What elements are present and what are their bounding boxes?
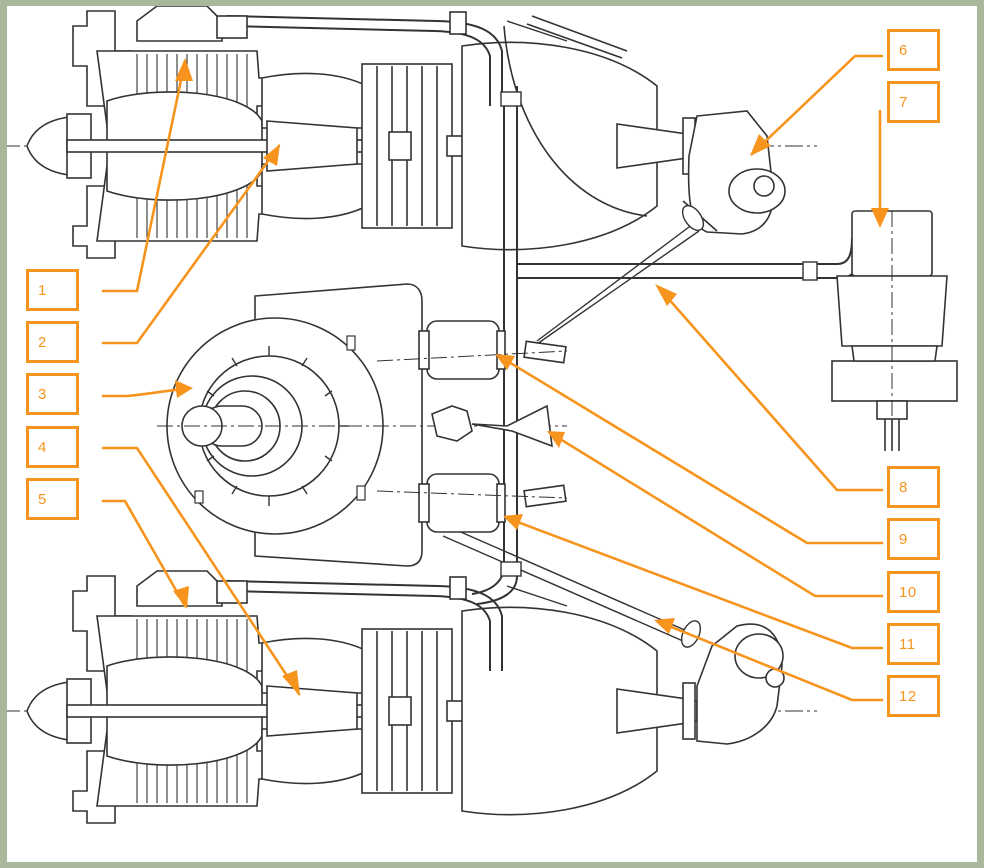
callout-label-12: 12 xyxy=(887,675,940,717)
callout-number: 9 xyxy=(899,531,908,548)
callout-label-6: 6 xyxy=(887,29,940,71)
engine-diagram xyxy=(7,6,958,824)
callout-number: 5 xyxy=(38,491,47,508)
callout-number: 7 xyxy=(899,94,908,111)
callout-number: 10 xyxy=(899,584,917,601)
callout-label-5: 5 xyxy=(26,478,79,520)
callout-label-10: 10 xyxy=(887,571,940,613)
callout-label-4: 4 xyxy=(26,426,79,468)
callout-number: 3 xyxy=(38,386,47,403)
diagram-frame: 1 2 3 4 5 6 7 8 9 10 11 12 xyxy=(7,6,977,862)
callout-number: 8 xyxy=(899,479,908,496)
callout-number: 6 xyxy=(899,42,908,59)
callout-number: 11 xyxy=(899,636,916,653)
callout-label-3: 3 xyxy=(26,373,79,415)
callout-number: 4 xyxy=(38,439,47,456)
callout-label-7: 7 xyxy=(887,81,940,123)
callout-label-2: 2 xyxy=(26,321,79,363)
callout-label-11: 11 xyxy=(887,623,940,665)
callout-number: 1 xyxy=(38,282,47,299)
callout-label-9: 9 xyxy=(887,518,940,560)
callout-number: 12 xyxy=(899,688,917,705)
callout-number: 2 xyxy=(38,334,47,351)
callout-label-1: 1 xyxy=(26,269,79,311)
callout-label-8: 8 xyxy=(887,466,940,508)
